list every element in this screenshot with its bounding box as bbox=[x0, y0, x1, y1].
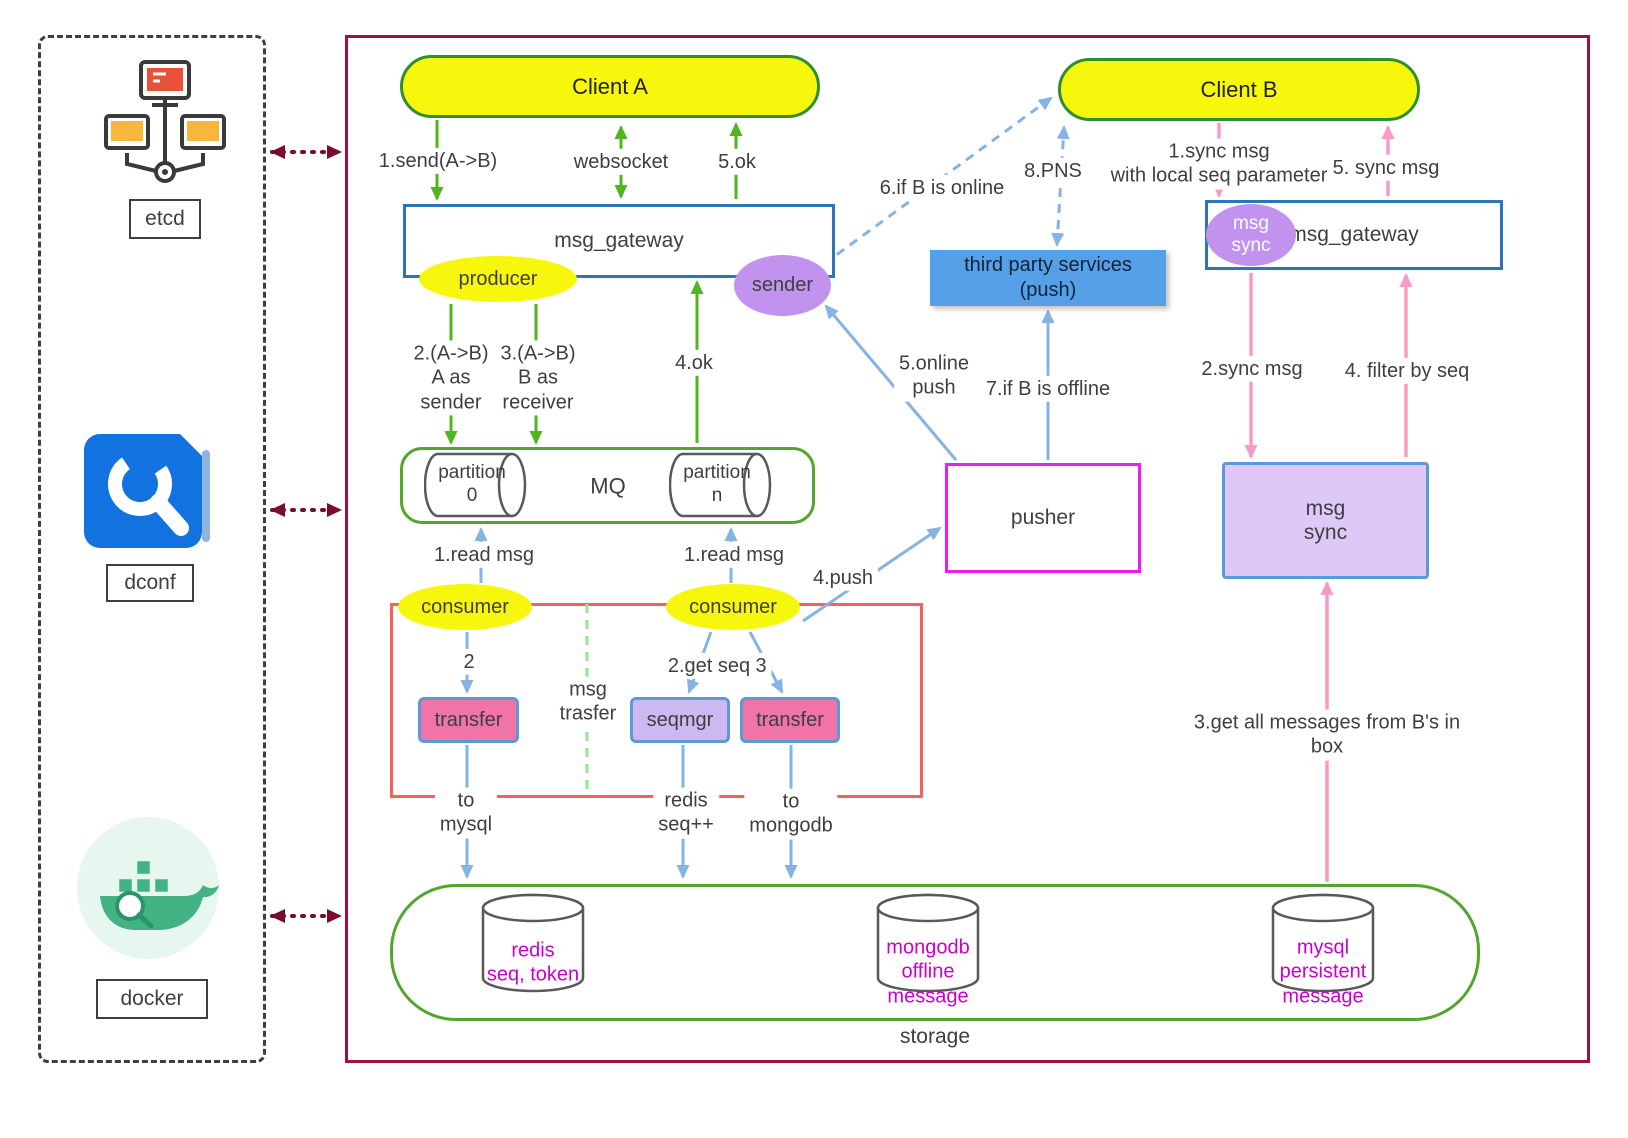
node-transfer-right: transfer bbox=[740, 697, 840, 743]
node-producer: producer bbox=[419, 256, 577, 302]
label-if-offline: 7.if B is offline bbox=[980, 375, 1116, 403]
label-a-as-sender: 2.(A->B) A as sender bbox=[408, 340, 494, 416]
label-redis-seq: redis seq++ bbox=[653, 787, 719, 839]
node-transfer-left: transfer bbox=[418, 697, 519, 743]
label-step3: 3 bbox=[750, 652, 772, 680]
system-frame bbox=[345, 35, 1590, 1063]
label-online-push: 5.online push bbox=[893, 350, 975, 402]
label-sync5: 5. sync msg bbox=[1327, 154, 1445, 182]
node-third-party-services: third party services (push) bbox=[930, 250, 1166, 306]
docker-label: docker bbox=[96, 979, 208, 1019]
label-msg-trasfer: msg trasfer bbox=[554, 676, 622, 728]
node-sender: sender bbox=[734, 255, 831, 316]
dconf-wrench-icon bbox=[84, 432, 210, 548]
label-get-all: 3.get all messages from B's in box bbox=[1176, 709, 1478, 761]
partition-0-label: partition 0 bbox=[438, 461, 506, 506]
label-pns: 8.PNS bbox=[1019, 157, 1087, 185]
label-sync1: 1.sync msg with local seq parameter bbox=[1105, 138, 1333, 190]
docker-whale-icon bbox=[77, 817, 219, 959]
node-client-b: Client B bbox=[1058, 58, 1420, 121]
partition-n-label: partition n bbox=[683, 461, 751, 506]
label-read-msg-left: 1.read msg bbox=[428, 541, 540, 569]
mysql-db-icon bbox=[1271, 893, 1375, 993]
node-consumer-left: consumer bbox=[398, 584, 532, 630]
label-b-as-receiver: 3.(A->B) B as receiver bbox=[495, 340, 581, 416]
node-msg-sync: msg sync bbox=[1222, 462, 1429, 579]
etcd-cluster-icon bbox=[104, 60, 226, 183]
redis-db-label: redis seq, token bbox=[486, 939, 580, 986]
node-pusher: pusher bbox=[945, 463, 1141, 573]
label-send: 1.send(A->B) bbox=[373, 147, 503, 175]
redis-db-icon bbox=[481, 893, 585, 993]
label-step2: 2 bbox=[458, 648, 480, 676]
partition-n-cylinder-icon bbox=[669, 452, 772, 518]
mysql-db-label: mysql persistent message bbox=[1279, 936, 1367, 1008]
mongodb-db-icon bbox=[876, 893, 980, 993]
label-to-mysql: to mysql bbox=[434, 787, 498, 839]
label-push4: 4.push bbox=[807, 564, 879, 592]
mongodb-db-label: mongodb offline message bbox=[886, 936, 970, 1008]
label-if-online: 6.if B is online bbox=[874, 174, 1010, 202]
label-get-seq: 2.get seq bbox=[662, 652, 756, 680]
label-read-msg-right: 1.read msg bbox=[678, 541, 790, 569]
label-ok5: 5.ok bbox=[713, 148, 761, 176]
storage-label: storage bbox=[899, 1025, 971, 1049]
dconf-label: dconf bbox=[106, 564, 194, 602]
node-consumer-right: consumer bbox=[666, 584, 800, 630]
label-ok4: 4.ok bbox=[670, 349, 718, 377]
mq-label: MQ bbox=[590, 473, 626, 499]
node-msg-sync-badge: msg sync bbox=[1206, 204, 1296, 266]
label-filter4: 4. filter by seq bbox=[1339, 357, 1475, 385]
label-to-mongodb: to mongodb bbox=[744, 788, 838, 840]
infra-panel bbox=[38, 35, 266, 1063]
node-client-a: Client A bbox=[400, 55, 820, 118]
label-websocket: websocket bbox=[568, 148, 674, 176]
node-seqmgr: seqmgr bbox=[630, 697, 730, 743]
etcd-label: etcd bbox=[129, 199, 201, 239]
partition-0-cylinder-icon bbox=[424, 452, 527, 518]
label-sync2: 2.sync msg bbox=[1196, 355, 1308, 383]
